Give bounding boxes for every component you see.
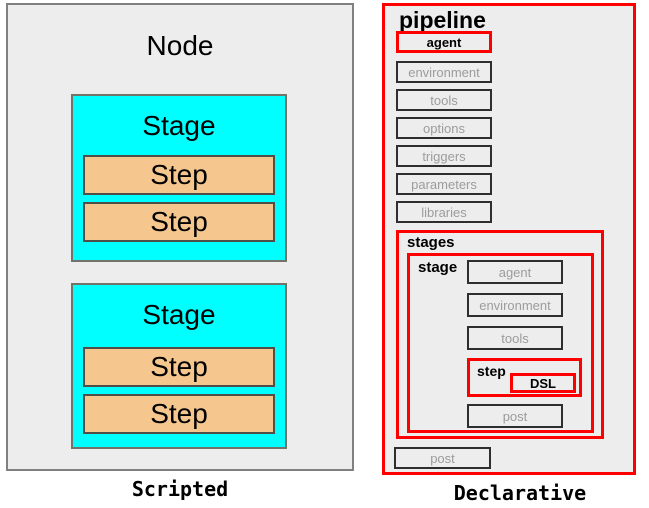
stage-box-1: Stage Step Step	[71, 94, 287, 262]
directive-tools: tools	[396, 89, 492, 111]
dsl-box: DSL	[510, 373, 576, 393]
scripted-node-box: Node Stage Step Step Stage Step Step	[6, 3, 354, 471]
stage-label: stage	[418, 259, 458, 276]
step-box-1: Step	[83, 155, 275, 195]
step-box-2: Step	[83, 202, 275, 242]
directive-triggers: triggers	[396, 145, 492, 167]
stage-directive-environment: environment	[467, 293, 563, 317]
declarative-pipeline-box: pipeline agent environment tools options…	[382, 3, 636, 475]
stage-box-2: Stage Step Step	[71, 283, 287, 449]
stage-label-2: Stage	[142, 299, 216, 330]
directive-libraries: libraries	[396, 201, 492, 223]
step-box-3: Step	[83, 347, 275, 387]
pipeline-post-box: post	[394, 447, 491, 469]
caption-declarative: Declarative	[453, 481, 587, 505]
step-frame: step DSL	[467, 358, 582, 397]
stages-label: stages	[407, 234, 455, 251]
stage-frame: stage agent environment tools step DSL p…	[407, 253, 594, 433]
caption-scripted: Scripted	[131, 477, 229, 501]
directive-environment: environment	[396, 61, 492, 83]
directive-options: options	[396, 117, 492, 139]
step-label: step	[477, 363, 506, 379]
pipeline-label: pipeline	[399, 7, 486, 33]
stage-directive-agent: agent	[467, 260, 563, 284]
stages-box: stages stage agent environment tools ste…	[396, 230, 604, 439]
directive-parameters: parameters	[396, 173, 492, 195]
stage-directive-tools: tools	[467, 326, 563, 350]
directive-agent: agent	[396, 31, 492, 53]
stage-label-1: Stage	[142, 110, 216, 141]
stage-post-box: post	[467, 404, 563, 428]
step-box-4: Step	[83, 394, 275, 434]
node-label: Node	[146, 30, 214, 61]
